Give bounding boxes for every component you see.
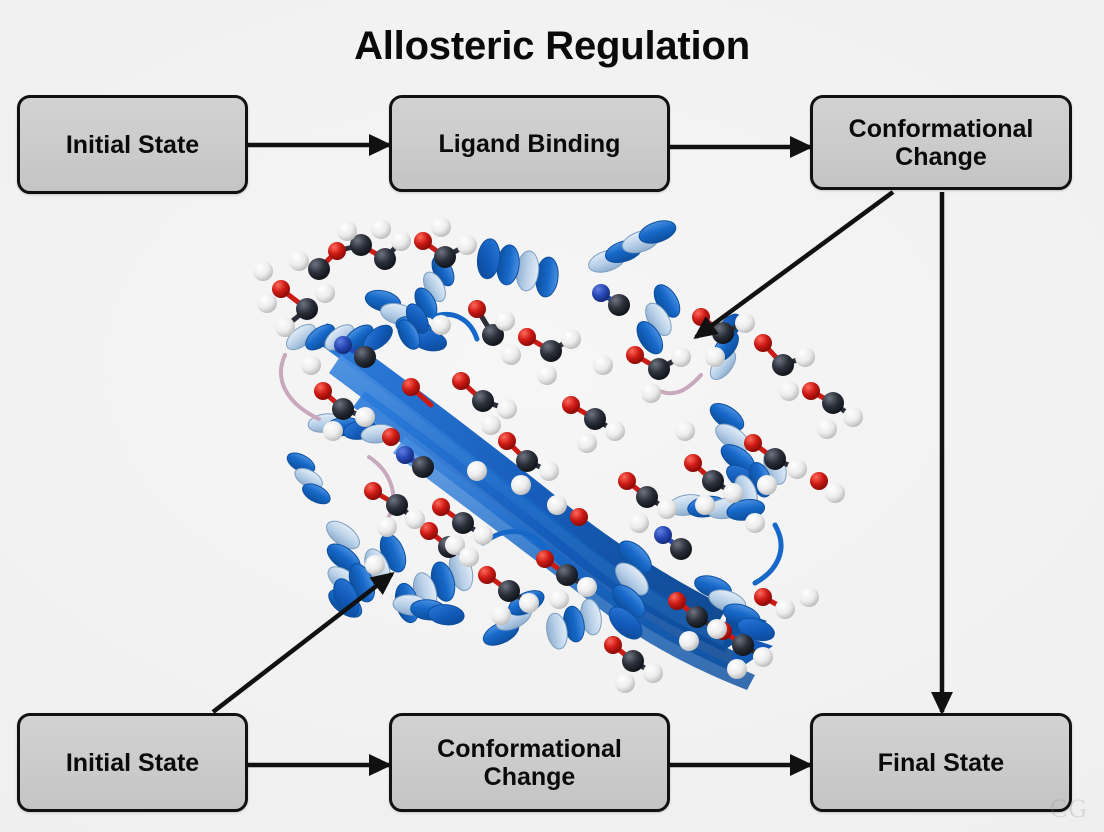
- node-conformational-change-top[interactable]: Conformational Change: [810, 95, 1072, 190]
- node-initial-state-bottom[interactable]: Initial State: [17, 713, 248, 812]
- node-final-state-label: Final State: [877, 748, 1005, 777]
- node-conformational-change-bottom[interactable]: Conformational Change: [389, 713, 670, 812]
- node-initial-state-top-label: Initial State: [65, 130, 200, 159]
- node-conformational-change-bottom-label: Conformational Change: [437, 734, 622, 791]
- node-ligand-binding[interactable]: Ligand Binding: [389, 95, 670, 192]
- arrow-initial-to-protein: [211, 571, 395, 714]
- arrow-conformational-to-protein: [693, 190, 895, 339]
- node-initial-state-top[interactable]: Initial State: [17, 95, 248, 194]
- watermark: CG: [1049, 794, 1088, 823]
- node-initial-state-bottom-label: Initial State: [65, 748, 200, 777]
- node-ligand-binding-label: Ligand Binding: [438, 129, 621, 158]
- page-title: Allosteric Regulation: [354, 24, 750, 68]
- node-conformational-change-top-label: Conformational Change: [848, 114, 1034, 171]
- node-final-state[interactable]: Final State: [810, 713, 1072, 812]
